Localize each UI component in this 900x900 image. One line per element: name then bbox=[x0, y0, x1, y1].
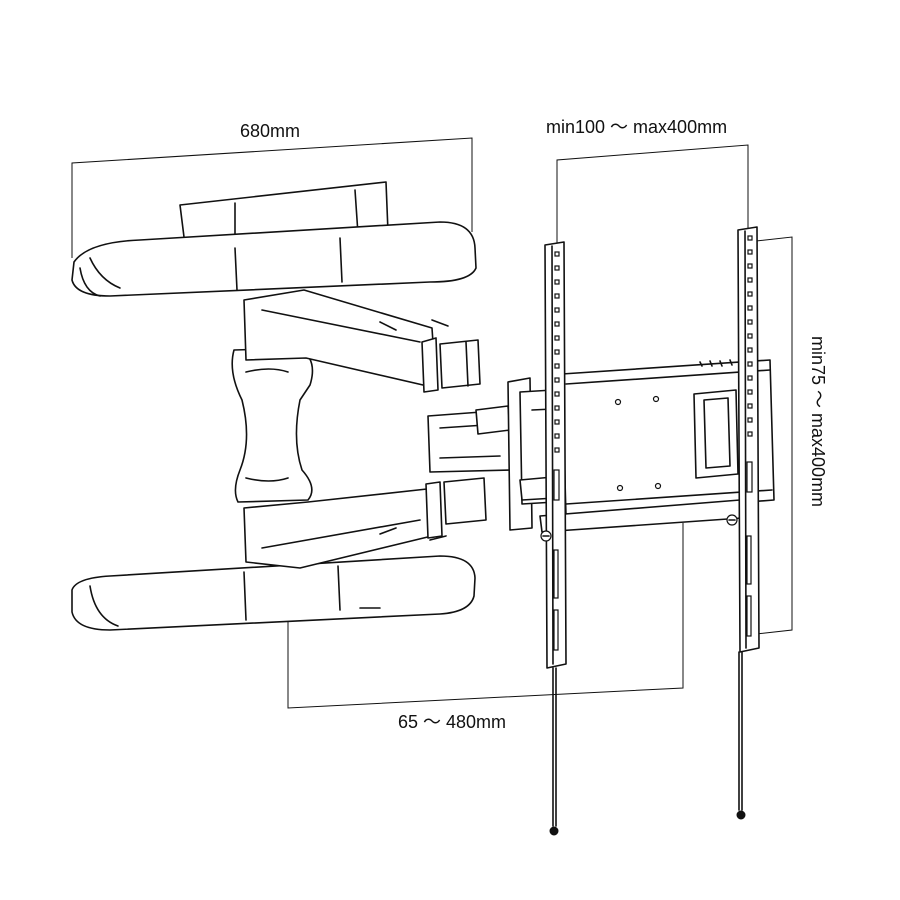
dimension-width-680 bbox=[71, 137, 473, 258]
dimension-depth bbox=[287, 523, 684, 709]
wall-plate-lower bbox=[71, 555, 476, 631]
wall-plate-upper bbox=[71, 181, 477, 297]
upper-arm bbox=[243, 289, 481, 393]
dimension-vertical-pitch bbox=[755, 236, 793, 635]
bracket-holes-right bbox=[747, 235, 753, 437]
cross-bar bbox=[539, 358, 775, 533]
dimension-horizontal-pitch bbox=[556, 144, 749, 243]
bracket-holes-left bbox=[554, 251, 560, 453]
horizontal-pitch-label: min100 ～ max400mm bbox=[546, 117, 728, 137]
middle-arm bbox=[427, 405, 511, 473]
pivot-column bbox=[231, 347, 314, 503]
vertical-bracket-left bbox=[540, 241, 567, 836]
width-dimension-label: 680mm bbox=[240, 121, 301, 141]
vertical-pitch-label: min75 ～ max400mm bbox=[808, 336, 828, 508]
depth-dimension-label: 65 ～ 480mm bbox=[398, 712, 507, 732]
lower-arm bbox=[243, 477, 487, 569]
vertical-bracket-right bbox=[726, 226, 760, 820]
